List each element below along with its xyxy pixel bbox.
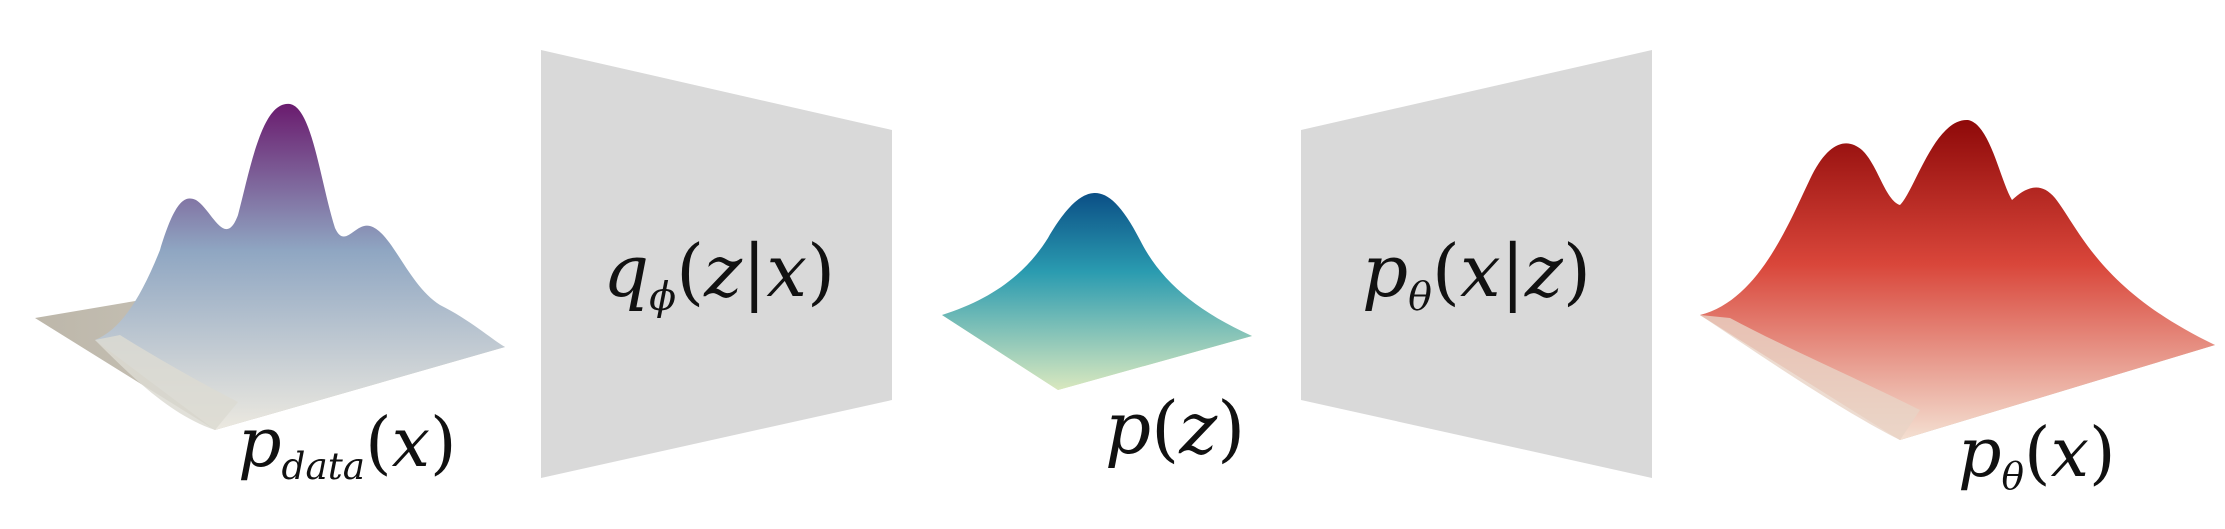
encoder-label-argument: z|x [704, 229, 807, 313]
data-distribution-surface [35, 103, 505, 431]
prior-label-argument: z [1179, 386, 1218, 470]
data-surface-shadow [95, 335, 238, 430]
model-label-base: p [1958, 414, 2002, 493]
prior-surface-body [942, 193, 1252, 390]
prior-surface [942, 193, 1252, 390]
decoder-label-subscript: θ [1408, 273, 1432, 320]
data-surface-body [95, 103, 505, 431]
data-label-subscript: data [281, 444, 366, 489]
data-distribution-label: pdata(x) [238, 404, 457, 489]
encoder-panel [541, 50, 892, 478]
decoder-label: pθ(x|z) [1362, 229, 1591, 320]
encoder-label-subscript: ϕ [649, 273, 677, 320]
decoder-label-argument: x|z [1460, 229, 1563, 313]
decoder-label-base: p [1362, 229, 1409, 313]
decoder-panel [1301, 50, 1652, 478]
model-surface-shadow [1700, 315, 1920, 440]
data-label-argument: x [391, 404, 430, 483]
model-label-subscript: θ [2001, 454, 2025, 499]
encoder-label-base: q [603, 229, 650, 313]
prior-label: p(z) [1105, 386, 1246, 470]
encoder-label: qϕ(z|x) [603, 229, 836, 320]
model-label-argument: x [2050, 414, 2089, 493]
model-distribution-surface [1700, 119, 2215, 441]
model-surface-body [1700, 119, 2215, 441]
prior-label-base: p [1105, 386, 1152, 470]
model-distribution-label: pθ(x) [1958, 414, 2116, 499]
data-label-base: p [238, 404, 282, 483]
